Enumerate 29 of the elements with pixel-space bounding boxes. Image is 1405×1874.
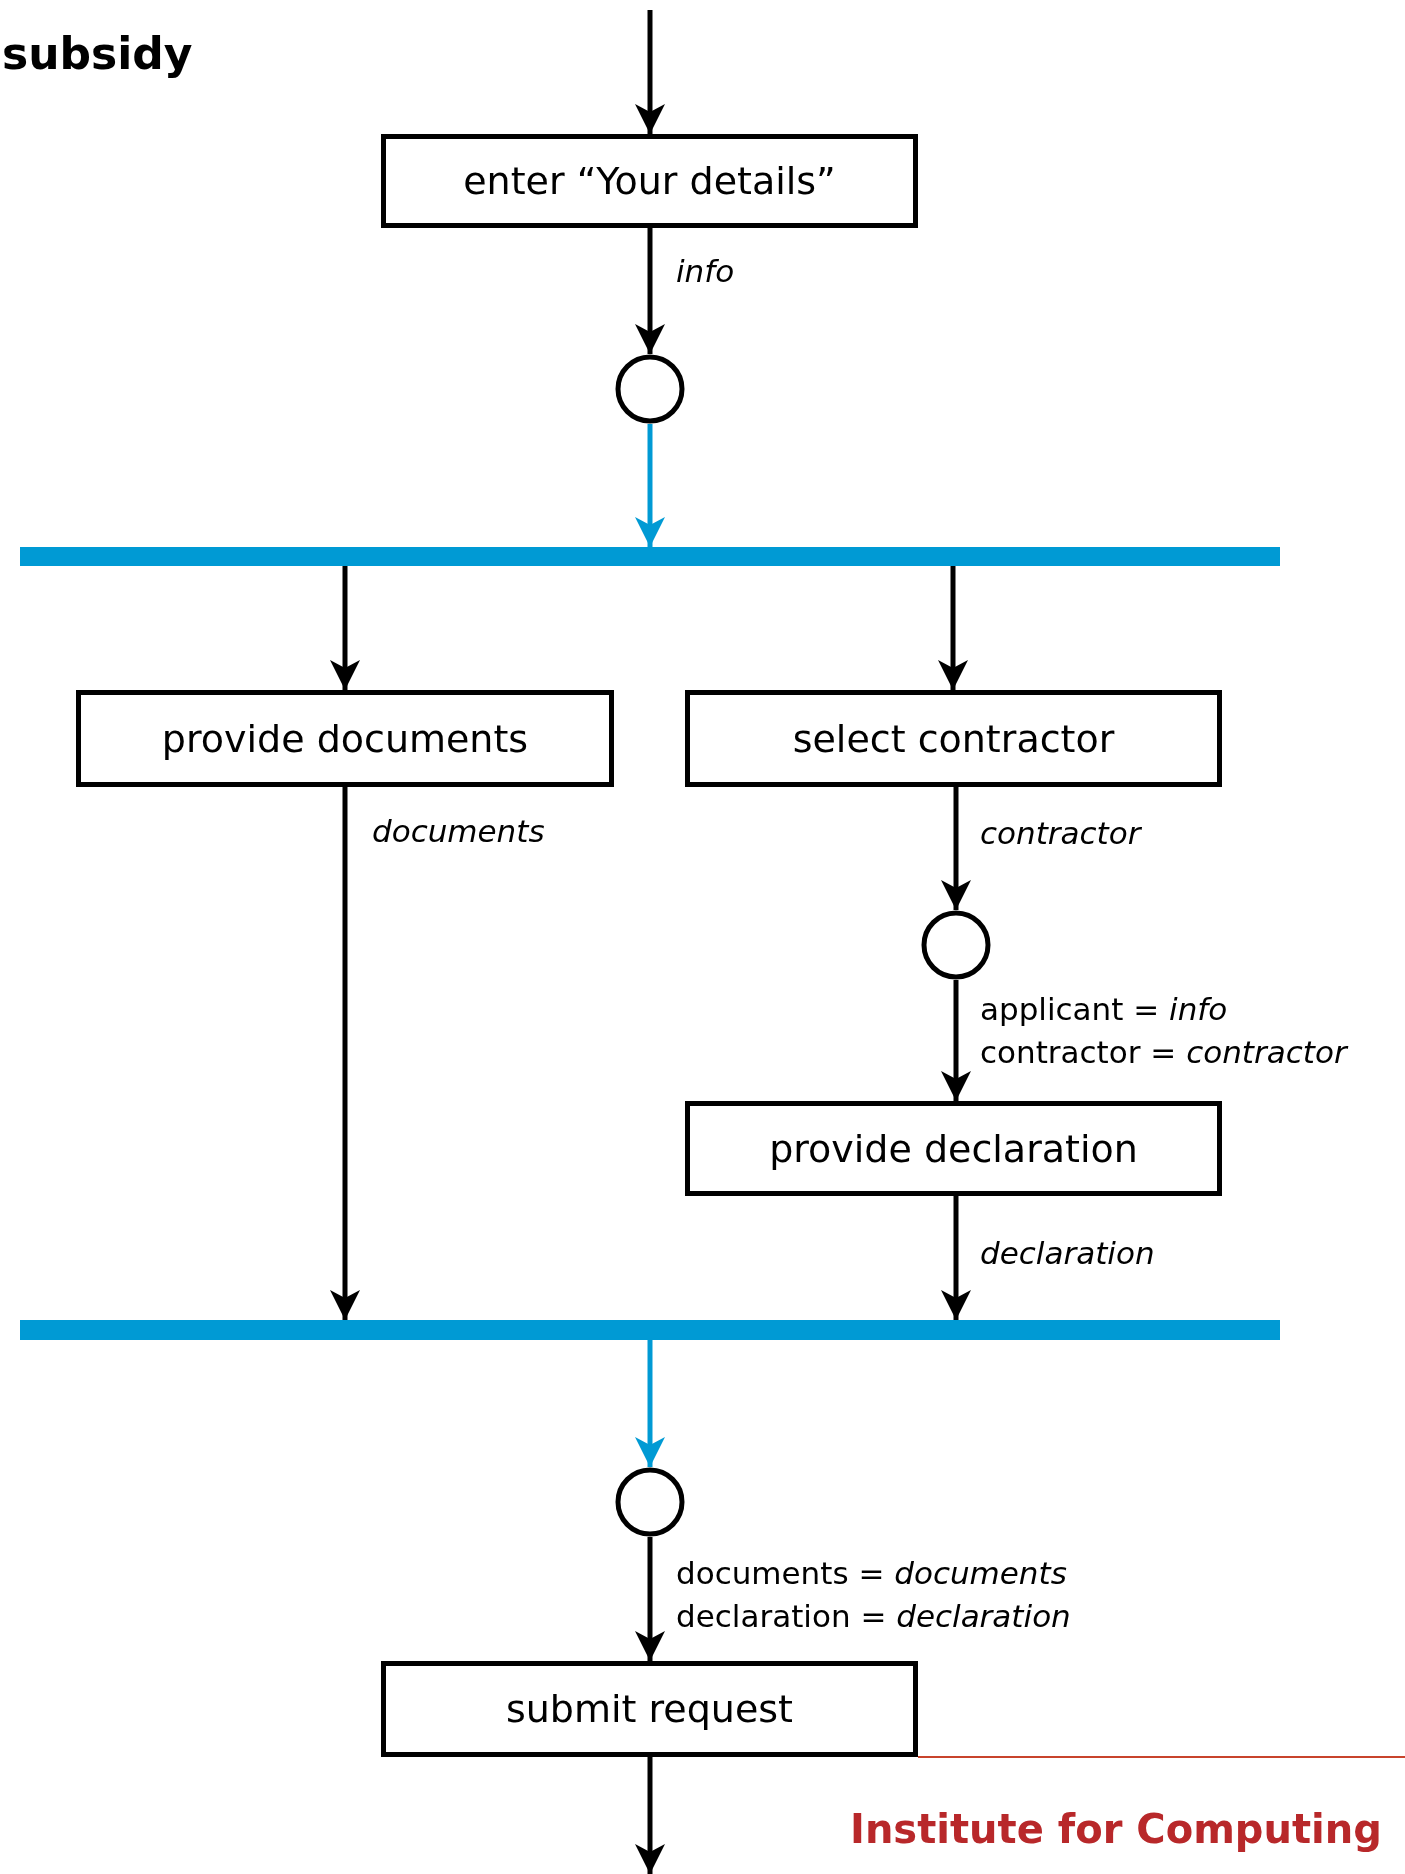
sync-bar [20,547,1280,566]
activity-box [685,690,1222,787]
activity-box [76,690,614,787]
flow-arrow [330,787,360,1320]
activity-box [381,134,918,228]
activity-box [381,1661,918,1757]
flow-arrow [941,980,971,1101]
activity-label: provide declaration [769,1126,1138,1171]
flow-arrow [635,1537,665,1661]
state-circle [615,1467,685,1537]
flow-arrow [635,228,665,354]
footer-text: Institute for Computing [850,1806,1382,1852]
flow-arrow [635,1340,665,1467]
flow-arrow [635,424,665,547]
activity-box [685,1101,1222,1196]
activity-label: select contractor [792,716,1115,761]
flow-arrow [941,1196,971,1320]
sync-bar [20,1320,1280,1340]
activity-label: provide documents [161,716,529,761]
flow-arrow [635,1757,665,1874]
diagram-title: subsidy [2,28,193,79]
flow-arrow [330,566,360,690]
state-circle [615,354,685,424]
activity-label: submit request [506,1687,793,1731]
flow-arrow [938,566,968,690]
state-circle [921,910,991,980]
activity-label: enter “Your details” [463,159,836,203]
flow-arrow [941,787,971,910]
flow-arrow [635,10,665,134]
